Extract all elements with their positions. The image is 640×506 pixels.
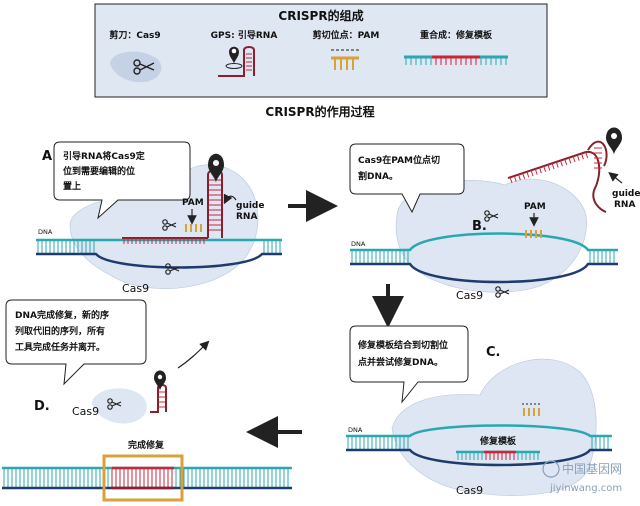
legend-label-scissors: 剪刀：Cas9 xyxy=(109,29,160,41)
scissors-icon xyxy=(133,59,155,75)
panel-a-bubble xyxy=(53,141,191,220)
panel-d-letter: D. xyxy=(34,399,50,414)
legend-title: CRISPR的组成 xyxy=(278,8,363,23)
legend-label-template: 重合成：修复模板 xyxy=(420,29,493,41)
panel-a-pam xyxy=(185,224,202,232)
panel-c-template-label: 修复模板 xyxy=(479,435,517,447)
panel-b-dna-label: DNA xyxy=(351,240,366,248)
panel-a-guide-arrow xyxy=(223,193,237,205)
scissors-icon xyxy=(162,219,177,231)
pam-site-icon xyxy=(331,49,359,70)
guide-rna-icon xyxy=(218,46,255,77)
panel-c-dna-helix xyxy=(346,424,612,467)
panel-c-bubble xyxy=(349,325,469,404)
panel-b-guide-label: guide RNA xyxy=(612,189,640,210)
panel-c-repair-template xyxy=(456,450,540,460)
panel-b-pam xyxy=(525,230,542,238)
panel-c: 修复模板结合到切割位 点并尝试修复DNA。 C. DNA 修复模板 Cas9 xyxy=(346,325,612,497)
panel-c-cas9-label: Cas9 xyxy=(456,484,483,497)
panel-b-guide-arrow xyxy=(608,172,623,184)
panel-d: DNA完成修复，新的序 列取代旧的序列，所有 工具完成任务并离开。 D. Cas… xyxy=(2,299,292,502)
scissors-icon xyxy=(484,210,499,222)
panel-a-bubble-text: 引导RNA将Cas9定 位到需要编辑的位 置上 xyxy=(63,150,148,192)
legend-label-guide: GPS: 引导RNA xyxy=(211,29,278,41)
panel-c-dna-label: DNA xyxy=(348,426,363,434)
scissors-icon xyxy=(495,286,510,298)
panel-b-dna-helix xyxy=(350,232,618,284)
panel-d-cas9-blob xyxy=(92,388,147,424)
panel-a-cas9-label: Cas9 xyxy=(122,282,149,295)
panel-c-bubble-text: 修复模板结合到切割位 点并尝试修复DNA。 xyxy=(357,339,451,368)
panel-d-bubble-text: DNA完成修复，新的序 列取代旧的序列，所有 工具完成任务并离开。 xyxy=(15,309,112,353)
panel-a-guide-label: guide RNA xyxy=(236,201,268,222)
panel-b-cas9-label: Cas9 xyxy=(456,289,483,302)
watermark-cn: 中国基因网 xyxy=(562,461,622,476)
panel-b-bubble-text: Cas9在PAM位点切 割DNA。 xyxy=(358,154,443,182)
panel-a-dna-label: DNA xyxy=(38,228,53,236)
panel-d-repaired-label: 完成修复 xyxy=(128,439,165,451)
cas9-blob-icon xyxy=(110,51,162,83)
panel-d-exit-arrow xyxy=(177,340,210,369)
panel-d-bubble xyxy=(5,299,147,386)
panel-b-guide-rna xyxy=(507,127,622,213)
panel-b: Cas9在PAM位点切 割DNA。 B. DNA guide RNA PAM xyxy=(349,127,640,302)
panel-c-letter: C. xyxy=(486,345,500,360)
panel-a-letter: A. xyxy=(42,149,57,164)
process-title: CRISPR的作用过程 xyxy=(265,104,374,119)
panel-c-pam xyxy=(523,408,540,416)
panel-a: A. 引导RNA将Cas9定 位到需要编辑的位 置上 DNA PAM guide… xyxy=(36,141,282,295)
panel-b-pam-label: PAM xyxy=(524,202,546,212)
scissors-icon xyxy=(107,398,122,410)
panel-b-cas9-blob xyxy=(395,178,587,293)
panel-b-letter: B. xyxy=(472,219,487,234)
watermark-url: jiyinwang.com xyxy=(549,483,622,494)
panel-d-guide-rna xyxy=(150,370,167,413)
globe-icon xyxy=(542,460,560,478)
panel-d-cas9-label: Cas9 xyxy=(72,405,99,418)
repair-template-icon xyxy=(404,55,508,65)
legend-label-pam: 剪切位点：PAM xyxy=(313,29,380,41)
panel-b-bubble xyxy=(349,143,465,214)
panel-d-dna-helix xyxy=(2,466,292,490)
legend-box: CRISPR的组成 剪刀：Cas9 GPS: 引导RNA 剪切位点：PAM 重合… xyxy=(94,3,548,98)
panel-d-repair-highlight xyxy=(102,454,184,502)
panel-a-pam-label: PAM xyxy=(182,198,204,208)
scissors-icon xyxy=(165,263,180,275)
panel-a-guide-rna xyxy=(122,153,224,244)
watermark: 中国基因网 jiyinwang.com xyxy=(542,460,622,494)
